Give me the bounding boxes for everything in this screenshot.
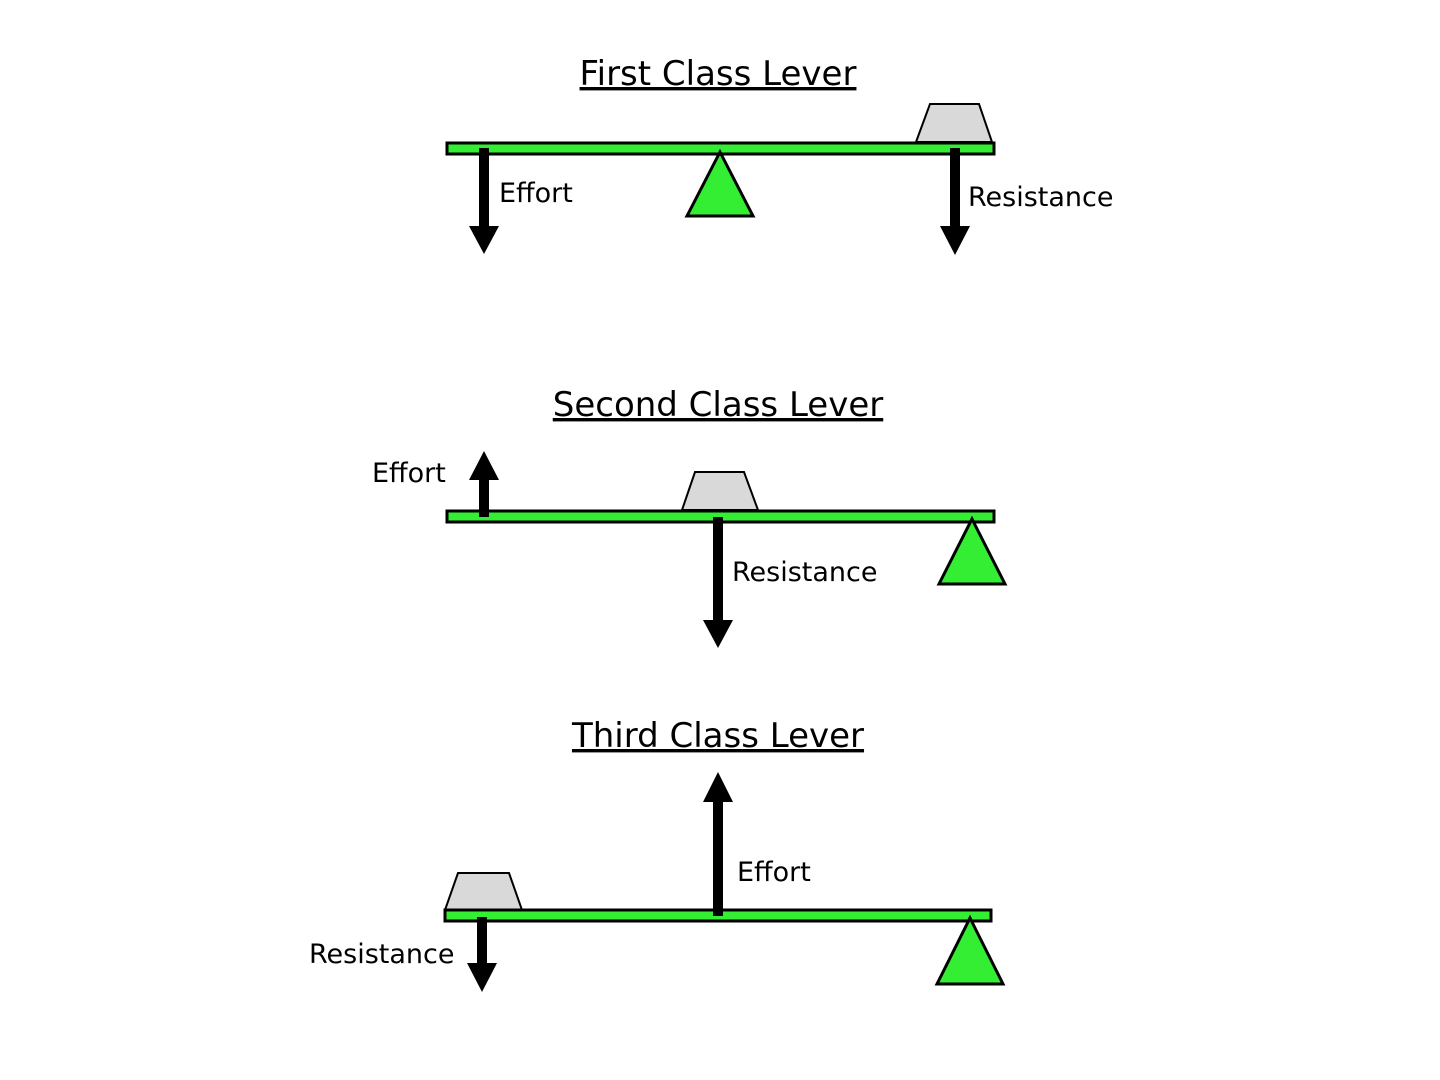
second-class-effort-label: Effort (372, 458, 446, 489)
first-class-resistance-arrow (940, 148, 970, 255)
third-class-resistance-arrow (467, 917, 497, 992)
third-class-resistance-arrow-shaft (477, 917, 487, 965)
second-class-lever: Second Class Lever Effort Resistance (372, 385, 1008, 648)
third-class-fulcrum (934, 914, 1006, 986)
second-class-resistance-arrow-shaft (713, 517, 723, 622)
third-class-effort-arrow-head (703, 772, 733, 802)
third-class-effort-arrow-shaft (713, 800, 723, 916)
third-class-resistance-arrow-head (467, 963, 497, 992)
third-class-load (443, 872, 524, 911)
third-class-resistance-label: Resistance (309, 939, 455, 970)
first-class-fulcrum (684, 148, 756, 218)
first-class-lever: First Class Lever Effort Resistance (445, 54, 1114, 255)
second-class-effort-arrow-shaft (479, 478, 489, 517)
first-class-effort-arrow-head (469, 226, 499, 254)
second-class-effort-arrow-head (469, 451, 499, 480)
first-class-resistance-arrow-head (940, 226, 970, 255)
second-class-resistance-label: Resistance (732, 557, 878, 588)
first-class-lever-title: First Class Lever (580, 54, 857, 94)
first-class-effort-label: Effort (499, 178, 573, 209)
first-class-effort-arrow (469, 148, 499, 254)
third-class-effort-label: Effort (737, 857, 811, 888)
second-class-lever-title: Second Class Lever (553, 385, 883, 425)
first-class-load (914, 103, 994, 143)
first-class-resistance-label: Resistance (968, 182, 1114, 213)
second-class-load (680, 471, 760, 511)
first-class-resistance-arrow-shaft (950, 148, 960, 228)
second-class-fulcrum (936, 515, 1008, 586)
second-class-resistance-arrow-head (703, 620, 733, 648)
third-class-effort-arrow (703, 772, 733, 916)
third-class-lever-title: Third Class Lever (571, 716, 864, 756)
third-class-lever: Third Class Lever Effort Resistance (309, 716, 1006, 992)
second-class-resistance-arrow (703, 517, 733, 648)
second-class-effort-arrow (469, 451, 499, 517)
first-class-effort-arrow-shaft (479, 148, 489, 228)
